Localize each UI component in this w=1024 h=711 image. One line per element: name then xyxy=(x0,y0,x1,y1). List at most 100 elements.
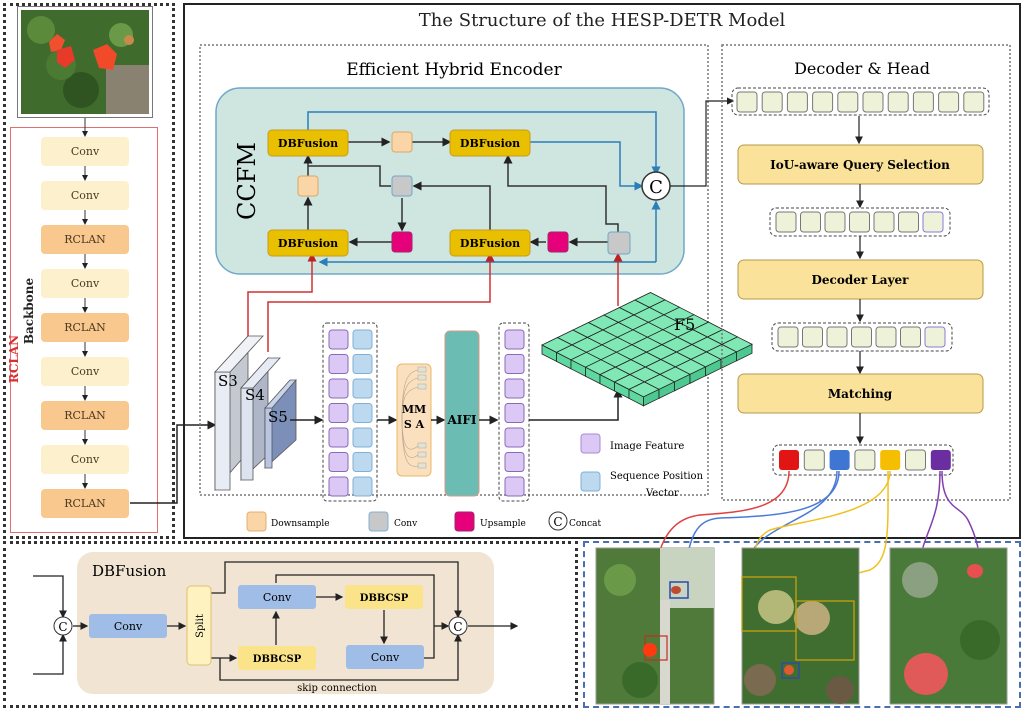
results-panel-frame xyxy=(583,541,1021,708)
output-token-plain xyxy=(854,449,876,471)
conv-block-mid xyxy=(391,175,413,197)
token-group-frame xyxy=(322,322,378,502)
result-photo-2 xyxy=(741,547,860,705)
concat-node: C xyxy=(641,171,671,201)
dbfusion-conv-bottom: Conv xyxy=(346,645,424,669)
ccfm-dbfusion-bottom-right: DBFusion xyxy=(449,229,531,257)
sequence-position-token xyxy=(352,452,373,472)
legend-concat-label: Concat xyxy=(569,519,602,529)
backbone-block-conv: Conv xyxy=(41,137,129,166)
svg-text:MM: MM xyxy=(402,403,426,416)
ccfm-dbfusion-top-right: DBFusion xyxy=(449,129,531,157)
image-feature-token xyxy=(328,452,349,472)
query-token xyxy=(761,91,783,113)
output-token-yellow xyxy=(880,450,901,470)
downsample-block-top xyxy=(391,131,413,153)
ccfm-blue-lines xyxy=(307,111,661,267)
svg-text:Matching: Matching xyxy=(828,387,893,401)
result-photo-1 xyxy=(595,547,715,705)
aifi-output-token xyxy=(504,354,525,374)
sequence-position-token xyxy=(352,354,373,374)
dbfusion-conv-top: Conv xyxy=(238,585,316,609)
image-feature-token xyxy=(328,476,349,497)
svg-text:Split: Split xyxy=(195,614,206,638)
svg-text:C: C xyxy=(453,620,462,634)
aifi-block: AIFI xyxy=(444,330,480,497)
ccfm-label: CCFM xyxy=(233,142,261,220)
matching-block: Matching xyxy=(737,373,984,414)
query-token xyxy=(862,91,884,113)
svg-text:DBBCSP: DBBCSP xyxy=(253,654,302,665)
flower-photo xyxy=(21,10,149,114)
aifi-output-token xyxy=(504,476,525,497)
aifi-output-token xyxy=(504,378,525,399)
output-token-plain xyxy=(803,449,825,471)
decoded-query-token xyxy=(924,326,946,348)
selected-query-token xyxy=(824,211,846,233)
svg-text:C: C xyxy=(553,515,562,529)
svg-text:Conv: Conv xyxy=(263,591,292,604)
decoder-input-tokens xyxy=(736,91,985,113)
backbone-block-conv: Conv xyxy=(41,357,129,386)
backbone-to-encoder-arrow xyxy=(130,420,217,504)
scale-s4-label: S4 xyxy=(245,386,265,404)
dbfusion-conv-in: Conv xyxy=(89,614,167,638)
image-feature-token xyxy=(328,378,349,399)
svg-text:C: C xyxy=(649,177,663,198)
svg-text:DBBCSP: DBBCSP xyxy=(360,593,409,604)
f5-label: F5 xyxy=(674,315,695,334)
skip-connection-label: skip connection xyxy=(297,683,377,694)
output-token-blue xyxy=(829,450,850,470)
encoder-title: Efficient Hybrid Encoder xyxy=(346,60,562,80)
decoder-layer-block: Decoder Layer xyxy=(737,259,984,300)
query-token xyxy=(736,91,758,113)
selected-query-token xyxy=(922,211,944,233)
ccfm-dbfusion-bottom-left: DBFusion xyxy=(267,229,349,257)
dbfusion-panel-frame xyxy=(3,541,578,708)
decoded-query-token xyxy=(826,326,848,348)
selected-query-token xyxy=(849,211,870,233)
decoded-query-tokens xyxy=(777,326,946,348)
aifi-output-token xyxy=(504,427,525,448)
selected-query-token xyxy=(898,211,919,233)
query-token xyxy=(786,91,808,113)
dbfusion-split: Split xyxy=(186,585,212,666)
image-feature-token xyxy=(328,403,349,423)
image-feature-token xyxy=(328,329,349,350)
legend-image-feature-swatch xyxy=(580,433,601,454)
aifi-output-token xyxy=(504,329,525,350)
selected-query-tokens xyxy=(775,211,944,233)
backbone-panel-frame xyxy=(3,3,175,539)
selected-query-token xyxy=(775,211,797,233)
image-feature-token xyxy=(328,427,349,448)
features-to-f5-arrow xyxy=(529,388,623,421)
legend-concat-icon xyxy=(548,511,568,531)
query-token xyxy=(812,91,834,113)
svg-text:DBFusion: DBFusion xyxy=(278,237,338,250)
svg-text:DBFusion: DBFusion xyxy=(460,137,520,150)
svg-text:AIFI: AIFI xyxy=(446,413,476,427)
upsample-block-left xyxy=(391,231,413,253)
query-token xyxy=(938,91,960,113)
scale-red-lines xyxy=(247,252,623,352)
svg-text:DBFusion: DBFusion xyxy=(278,137,338,150)
backbone-block-rclan: RCLAN xyxy=(41,225,129,254)
decoded-query-token xyxy=(875,326,897,348)
decoded-query-token xyxy=(900,326,921,348)
aifi-output-frame xyxy=(498,322,530,502)
mmsa-block: MM S A xyxy=(396,363,432,477)
backbone-block-conv: Conv xyxy=(41,269,129,298)
selected-query-token xyxy=(873,211,895,233)
result-photo-3 xyxy=(889,547,1008,705)
legend-seq-pos-label-2: Vector xyxy=(645,488,679,499)
backbone-block-conv: Conv xyxy=(41,181,129,210)
dbfusion-dbbcsp-top: DBBCSP xyxy=(345,585,423,609)
svg-text:Conv: Conv xyxy=(371,651,400,664)
downsample-block-left xyxy=(297,175,319,197)
upsample-block-right xyxy=(547,231,569,253)
sequence-position-token xyxy=(352,329,373,350)
decoder-title: Decoder & Head xyxy=(794,59,930,78)
f5-feature-map xyxy=(541,292,753,407)
output-token-red xyxy=(779,450,799,470)
